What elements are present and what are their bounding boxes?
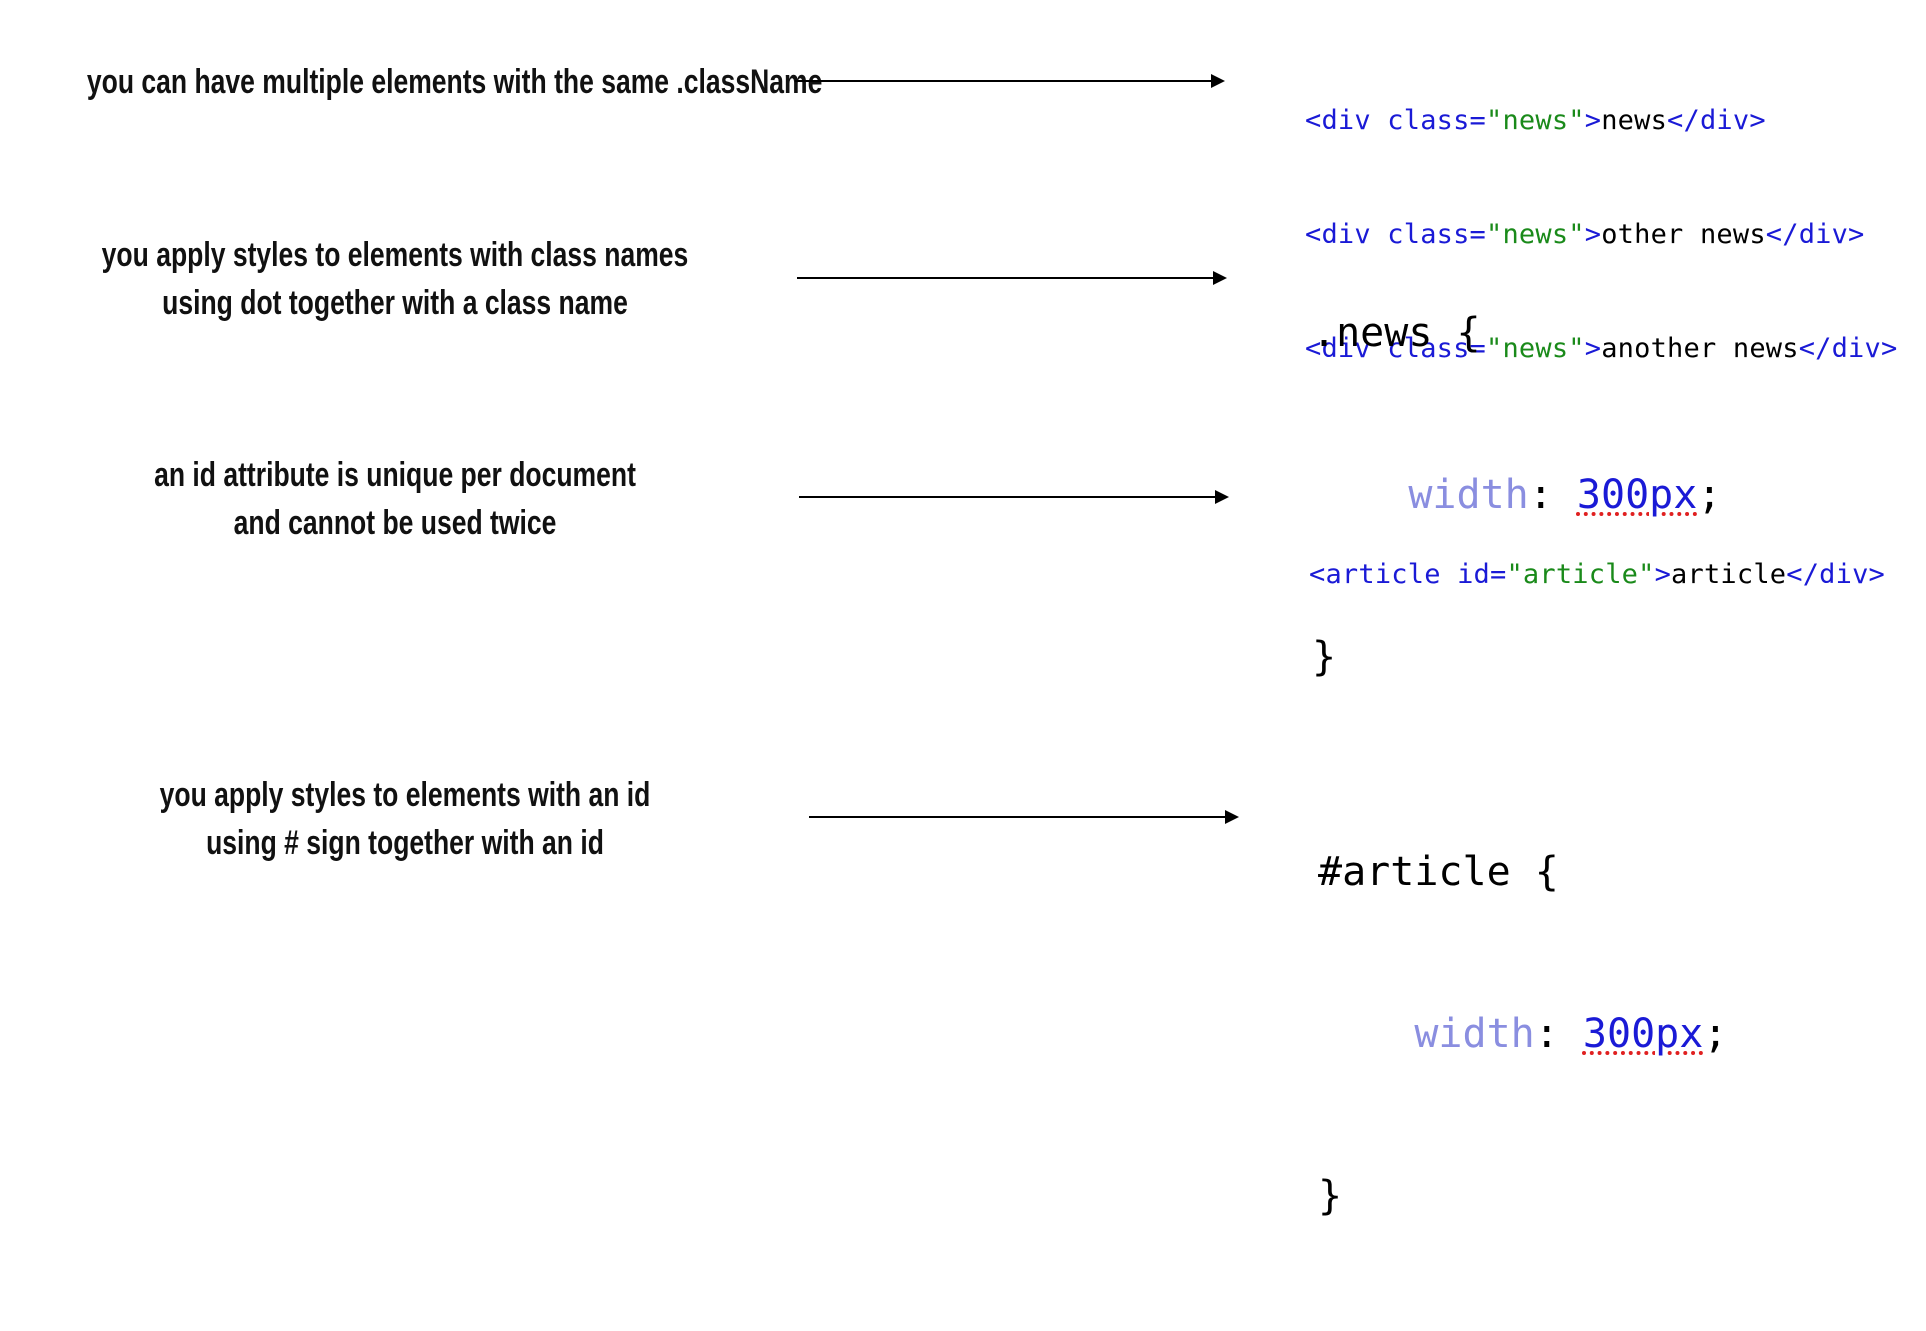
code-article-css: #article { width: 300px; } xyxy=(1318,737,1727,1331)
code-line: <div class="news">other news</div> xyxy=(1305,216,1897,254)
code-semicolon: ; xyxy=(1703,1011,1728,1057)
code-line: <article id="article">article</div> xyxy=(1309,556,1885,594)
code-tag: <div class= xyxy=(1305,333,1487,364)
code-value: 300px xyxy=(1582,1011,1704,1057)
arrow-4 xyxy=(809,810,1239,824)
code-tag: <article id= xyxy=(1309,559,1507,590)
code-text: other news xyxy=(1601,219,1766,250)
code-property: width xyxy=(1414,1011,1535,1057)
code-string: "article" xyxy=(1506,559,1655,590)
code-text: news xyxy=(1601,105,1668,136)
code-tag: </div> xyxy=(1786,559,1885,590)
code-tag: </div> xyxy=(1798,333,1898,364)
code-line: <div class="news">news</div> xyxy=(1305,102,1897,140)
code-tag: > xyxy=(1584,333,1602,364)
code-news-html: <div class="news">news</div> <div class=… xyxy=(1305,26,1897,444)
code-article-html: <article id="article">article</div> xyxy=(1309,480,1885,670)
code-line: width: 300px; xyxy=(1312,468,1721,522)
code-text: another news xyxy=(1601,333,1799,364)
code-tag: <div class= xyxy=(1305,105,1487,136)
code-line: <div class="news">another news</div> xyxy=(1305,330,1897,368)
code-string: "news" xyxy=(1486,105,1585,136)
caption-id-unique: an id attribute is unique per document a… xyxy=(87,451,703,547)
code-tag: > xyxy=(1584,105,1602,136)
code-property: width xyxy=(1408,472,1529,518)
code-tag: <div class= xyxy=(1305,219,1487,250)
code-string: "news" xyxy=(1486,219,1585,250)
slide: you can have multiple elements with the … xyxy=(86,26,1897,1219)
caption-id-styles: you apply styles to elements with an id … xyxy=(89,771,721,867)
arrow-2 xyxy=(797,271,1227,285)
code-line: width: 300px; xyxy=(1318,1007,1727,1061)
code-value: 300px xyxy=(1576,472,1698,518)
code-tag: > xyxy=(1584,219,1602,250)
caption-class-styles: you apply styles to elements with class … xyxy=(87,231,703,327)
code-tag: </div> xyxy=(1667,105,1766,136)
caption-line: you apply styles to elements with an id xyxy=(159,776,651,814)
code-colon: : xyxy=(1528,472,1577,518)
code-line: .news { xyxy=(1312,310,1481,356)
code-line: #article { xyxy=(1318,849,1559,895)
code-text: article xyxy=(1671,559,1787,590)
caption-line: using dot together with a class name xyxy=(162,284,628,322)
code-line: } xyxy=(1318,1173,1343,1219)
arrow-3 xyxy=(799,490,1229,504)
code-colon: : xyxy=(1534,1011,1583,1057)
caption-line: you apply styles to elements with class … xyxy=(101,236,689,274)
code-semicolon: ; xyxy=(1697,472,1722,518)
caption-line: you can have multiple elements with the … xyxy=(86,63,823,101)
arrow-1 xyxy=(795,74,1225,88)
code-string: "news" xyxy=(1486,333,1585,364)
caption-class-multiple: you can have multiple elements with the … xyxy=(86,58,823,106)
caption-line: using # sign together with an id xyxy=(206,824,604,862)
code-tag: > xyxy=(1654,559,1672,590)
code-news-css: .news { width: 300px; } xyxy=(1312,198,1721,792)
code-tag: </div> xyxy=(1765,219,1865,250)
caption-line: an id attribute is unique per document xyxy=(154,456,636,494)
code-line: } xyxy=(1312,634,1337,680)
caption-line: and cannot be used twice xyxy=(233,504,557,542)
